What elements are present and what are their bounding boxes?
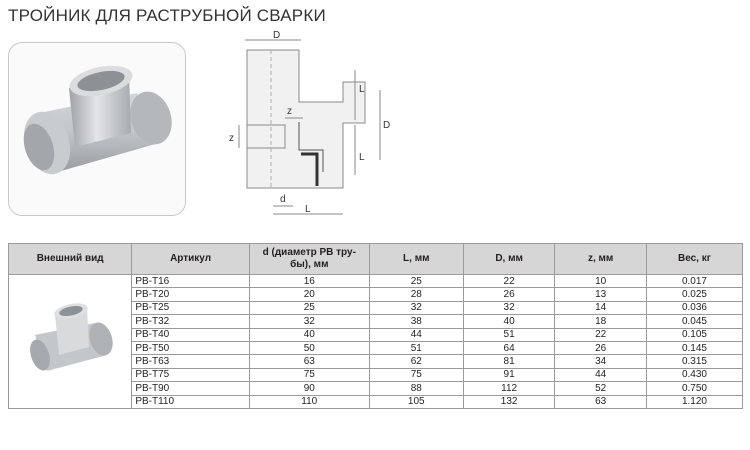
cell-value: 34 xyxy=(554,354,647,369)
cell-value: 20 xyxy=(248,287,370,302)
cell-value: 13 xyxy=(554,287,647,302)
cell-value: 75 xyxy=(368,367,464,383)
cell-value: 90 xyxy=(248,381,370,396)
cell-value: 81 xyxy=(462,354,556,369)
cell-value: 16 xyxy=(248,273,370,289)
cell-value: 0.430 xyxy=(645,367,744,383)
dim-D-right: D xyxy=(383,120,390,131)
cell-value: 18 xyxy=(554,314,647,329)
cell-value: 50 xyxy=(248,340,370,356)
cell-value: 112 xyxy=(462,381,556,396)
header-article: Артикул xyxy=(131,243,250,275)
cell-value: 51 xyxy=(462,327,556,342)
cell-article: PB-T32 xyxy=(131,314,250,329)
cell-value: 0.315 xyxy=(645,354,744,369)
dim-d-bottom: d xyxy=(280,194,286,205)
header-d: d (диаметр РВ тру-бы), мм xyxy=(248,243,370,275)
product-photo-frame xyxy=(8,42,186,216)
cell-value: 0.750 xyxy=(645,381,744,396)
cell-value: 64 xyxy=(462,340,556,356)
header-appearance: Внешний вид xyxy=(7,243,133,275)
cell-value: 14 xyxy=(554,300,647,316)
cell-value: 62 xyxy=(368,354,464,369)
cell-value: 0.145 xyxy=(645,340,744,356)
cell-value: 28 xyxy=(368,287,464,302)
dimension-drawing: D L D L z z d L xyxy=(229,30,390,215)
cell-value: 32 xyxy=(462,300,556,316)
header-L: L, мм xyxy=(368,243,464,275)
cell-article: PB-T75 xyxy=(131,367,250,383)
cell-value: 0.105 xyxy=(645,327,744,342)
cell-value: 0.025 xyxy=(645,287,744,302)
tee-thumbnail-image xyxy=(30,303,113,371)
cell-article: PB-T63 xyxy=(131,354,250,369)
cell-article: PB-T50 xyxy=(131,340,250,356)
cell-value: 44 xyxy=(368,327,464,342)
cell-value: 10 xyxy=(554,273,647,289)
cell-article: PB-T110 xyxy=(131,394,250,409)
cell-value: 22 xyxy=(554,327,647,342)
cell-value: 26 xyxy=(462,287,556,302)
cell-value: 32 xyxy=(368,300,464,316)
cell-value: 40 xyxy=(462,314,556,329)
dim-D-top: D xyxy=(273,30,280,41)
dim-z-inner: z xyxy=(287,106,292,117)
cell-value: 44 xyxy=(554,367,647,383)
cell-value: 25 xyxy=(248,300,370,316)
tee-fitting-image xyxy=(23,65,172,175)
page-title: ТРОЙНИК ДЛЯ РАСТРУБНОЙ СВАРКИ xyxy=(8,6,326,25)
cell-article: PB-T16 xyxy=(131,273,250,289)
cell-article: PB-T25 xyxy=(131,300,250,316)
cell-value: 38 xyxy=(368,314,464,329)
cell-value: 105 xyxy=(368,394,464,409)
cell-value: 75 xyxy=(248,367,370,383)
cell-value: 63 xyxy=(248,354,370,369)
cell-value: 0.017 xyxy=(645,273,744,289)
cell-value: 25 xyxy=(368,273,464,289)
header-weight: Вес, кг xyxy=(645,243,744,275)
header-D: D, мм xyxy=(462,243,556,275)
cell-value: 88 xyxy=(368,381,464,396)
cell-value: 22 xyxy=(462,273,556,289)
cell-value: 0.036 xyxy=(645,300,744,316)
cell-value: 51 xyxy=(368,340,464,356)
cell-value: 26 xyxy=(554,340,647,356)
table-header-row: Внешний вид Артикул d (диаметр РВ тру-бы… xyxy=(7,243,744,275)
cell-value: 110 xyxy=(248,394,370,409)
thumbnail-cell xyxy=(7,274,133,409)
cell-value: 32 xyxy=(248,314,370,329)
cell-value: 91 xyxy=(462,367,556,383)
dim-L-right-lower: L xyxy=(359,152,365,163)
cell-value: 132 xyxy=(462,394,556,409)
cell-value: 0.045 xyxy=(645,314,744,329)
header-z: z, мм xyxy=(554,243,647,275)
dim-L-bottom: L xyxy=(305,204,311,215)
cell-article: PB-T20 xyxy=(131,287,250,302)
cell-value: 1.120 xyxy=(645,394,744,409)
cell-value: 40 xyxy=(248,327,370,342)
specs-table: Внешний вид Артикул d (диаметр РВ тру-бы… xyxy=(7,243,744,409)
cell-value: 52 xyxy=(554,381,647,396)
dim-L-right: L xyxy=(359,84,365,95)
dim-z-left: z xyxy=(229,133,234,144)
cell-value: 63 xyxy=(554,394,647,409)
cell-article: PB-T40 xyxy=(131,327,250,342)
cell-article: PB-T90 xyxy=(131,381,250,396)
